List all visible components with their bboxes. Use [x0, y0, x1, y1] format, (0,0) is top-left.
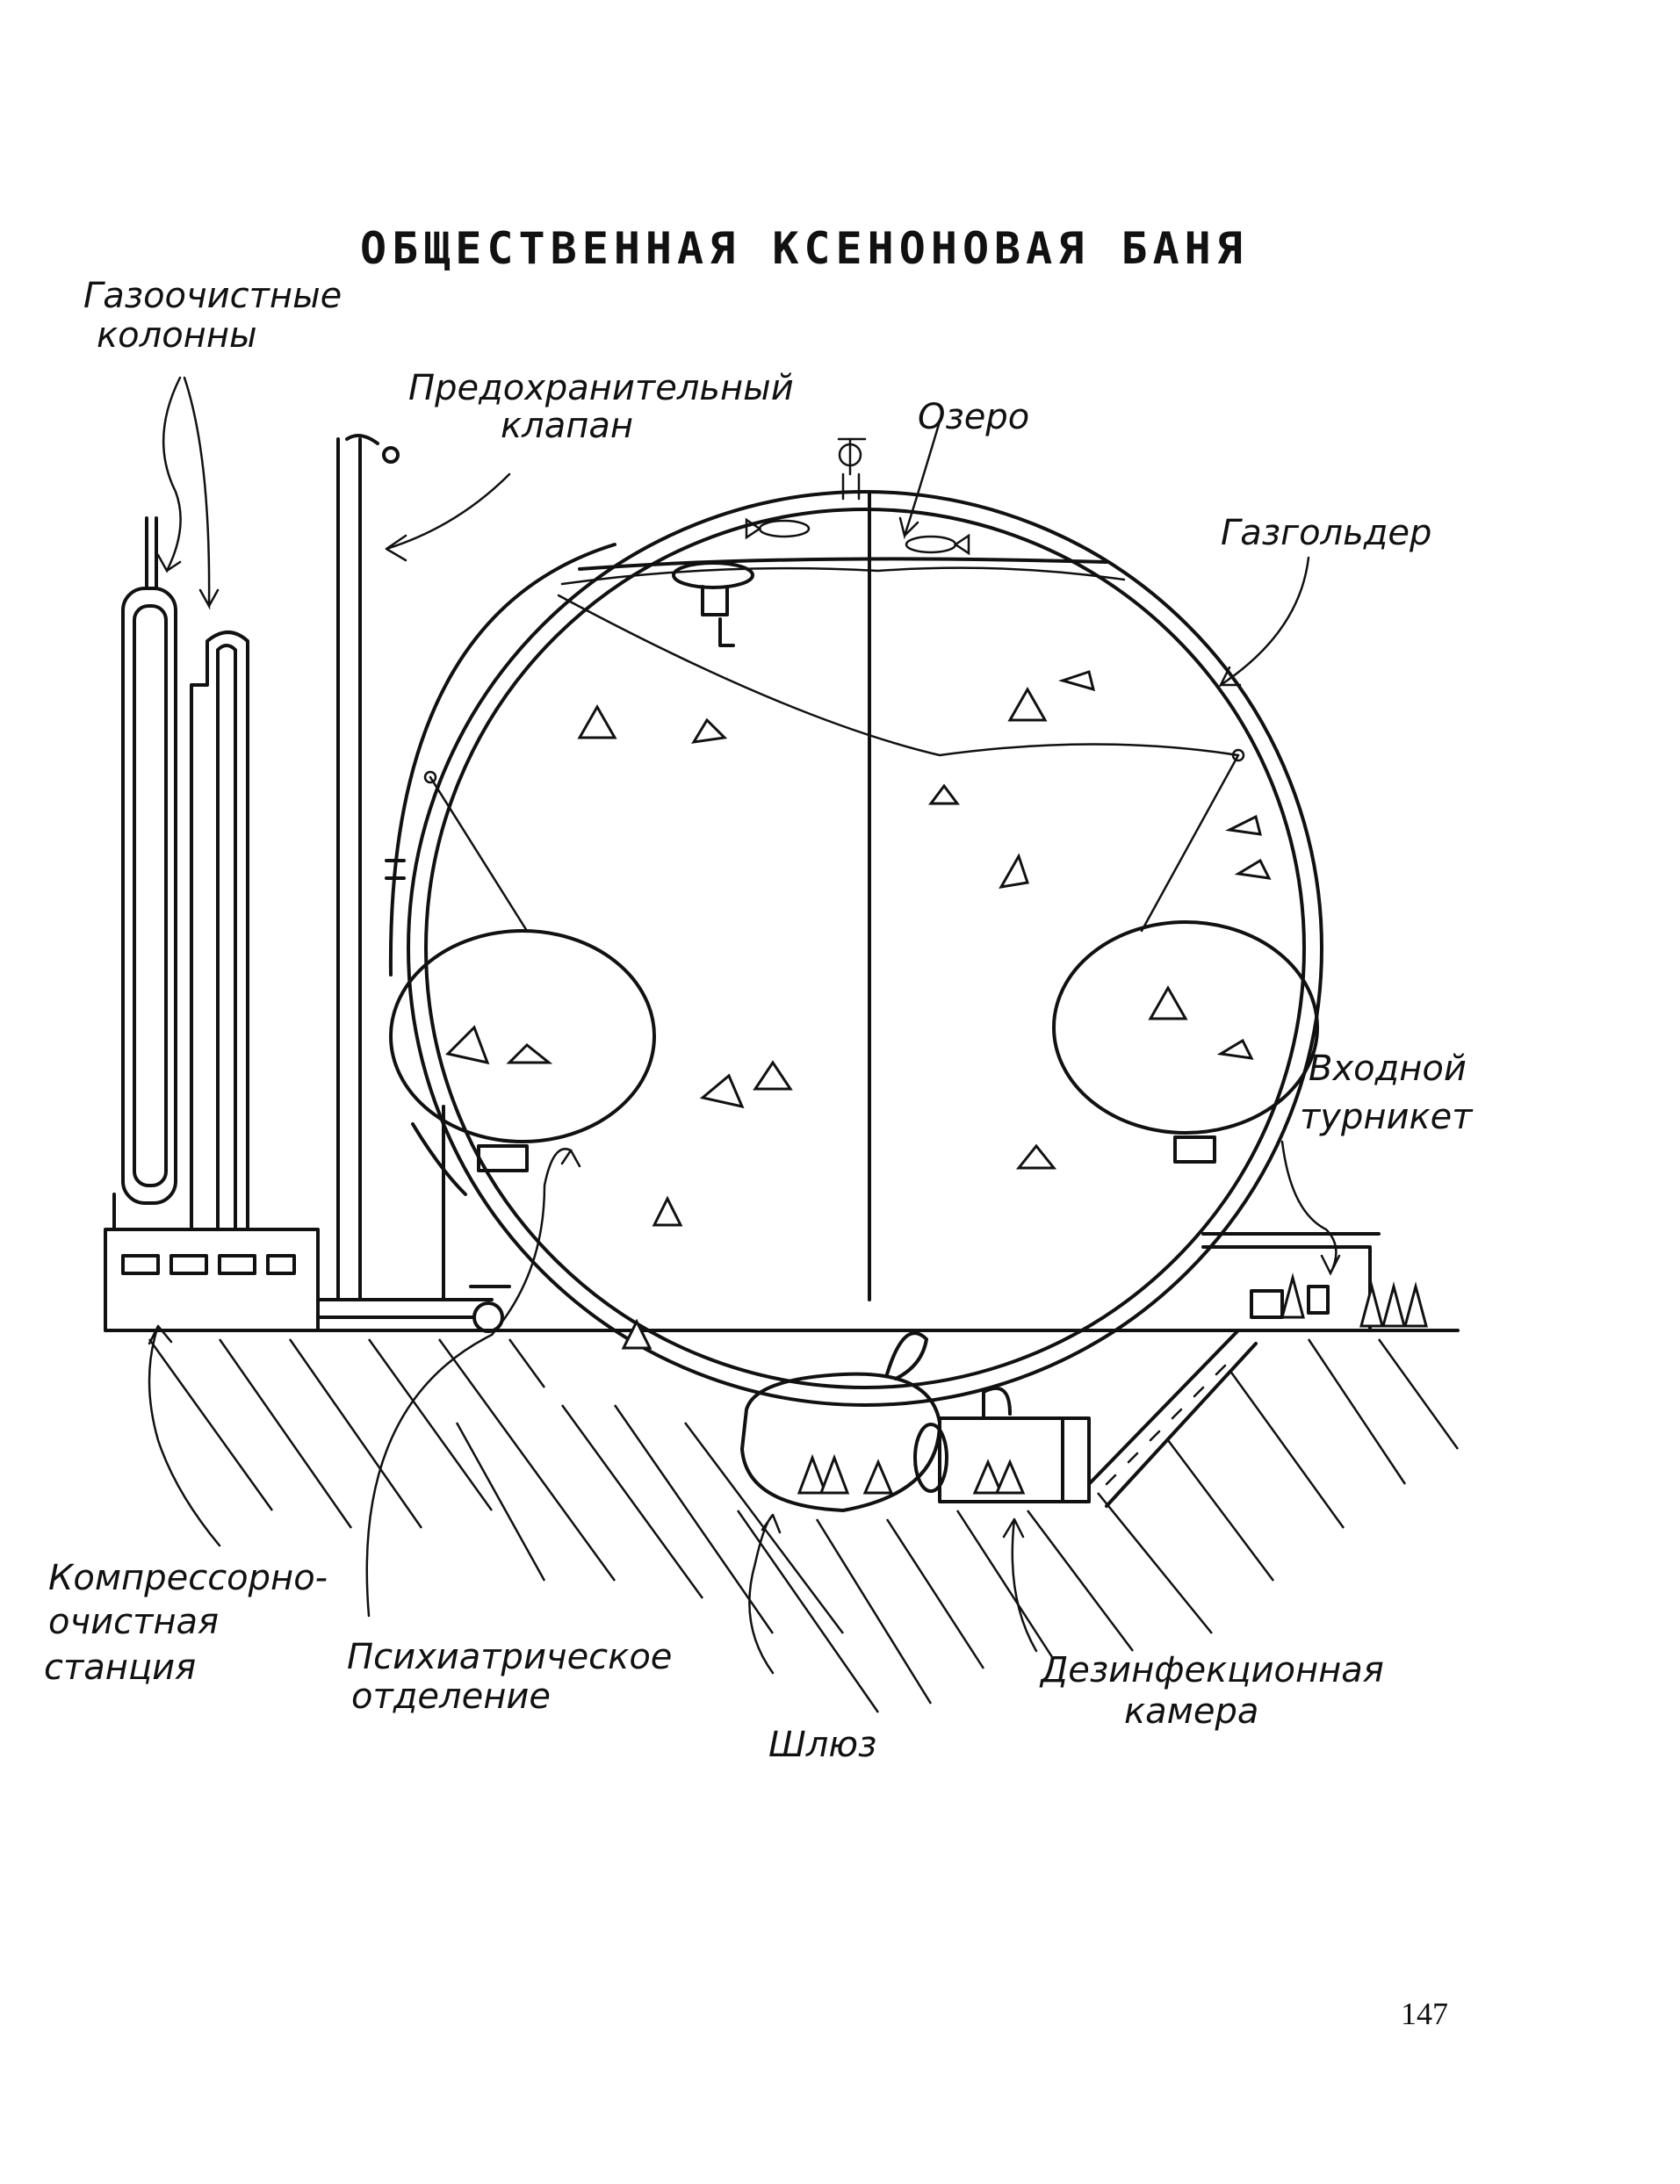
label-psych: Психиатрическое	[347, 1637, 672, 1677]
label-turnstile: Входной	[1309, 1049, 1467, 1089]
label-disinfection-2: камера	[1124, 1691, 1258, 1732]
compressor-station	[104, 1228, 320, 1332]
label-gas-columns-2: колонны	[97, 315, 257, 356]
label-safety-valve: Предохранительный	[408, 368, 794, 408]
label-compressor-2: очистная	[48, 1602, 219, 1642]
page-number: 147	[1401, 1996, 1448, 2031]
turnstile-building	[1201, 1232, 1428, 1332]
label-airlock: Шлюз	[768, 1725, 876, 1765]
gasholder-sphere	[388, 490, 1323, 1407]
label-compressor: Компрессорно-	[48, 1558, 328, 1598]
gas-cleaning-columns	[112, 516, 249, 1231]
label-gas-columns: Газоочистные	[83, 276, 342, 316]
lake	[560, 437, 1126, 647]
label-psych-2: отделение	[351, 1676, 551, 1717]
label-gasholder: Газгольдер	[1221, 513, 1431, 553]
bathers	[445, 670, 1272, 1350]
right-cabin	[1052, 920, 1319, 1164]
pipes	[316, 434, 511, 1333]
disinfection-chamber	[938, 1386, 1091, 1503]
diagram-title: ОБЩЕСТВЕННАЯ КСЕНОНОВАЯ БАНЯ	[360, 223, 1248, 274]
safety-valve-leader	[385, 472, 511, 562]
airlock	[740, 1331, 948, 1512]
label-compressor-3: станция	[44, 1647, 196, 1688]
leader-lines	[148, 376, 1341, 1675]
label-disinfection: Дезинфекционная	[1039, 1650, 1384, 1690]
psychiatric-cabin	[389, 929, 656, 1196]
inner-net	[423, 594, 1245, 933]
label-lake: Озеро	[918, 397, 1029, 437]
label-safety-valve-2: клапан	[501, 406, 633, 446]
stairs	[1087, 1329, 1258, 1508]
label-turnstile-2: турникет	[1300, 1097, 1474, 1137]
